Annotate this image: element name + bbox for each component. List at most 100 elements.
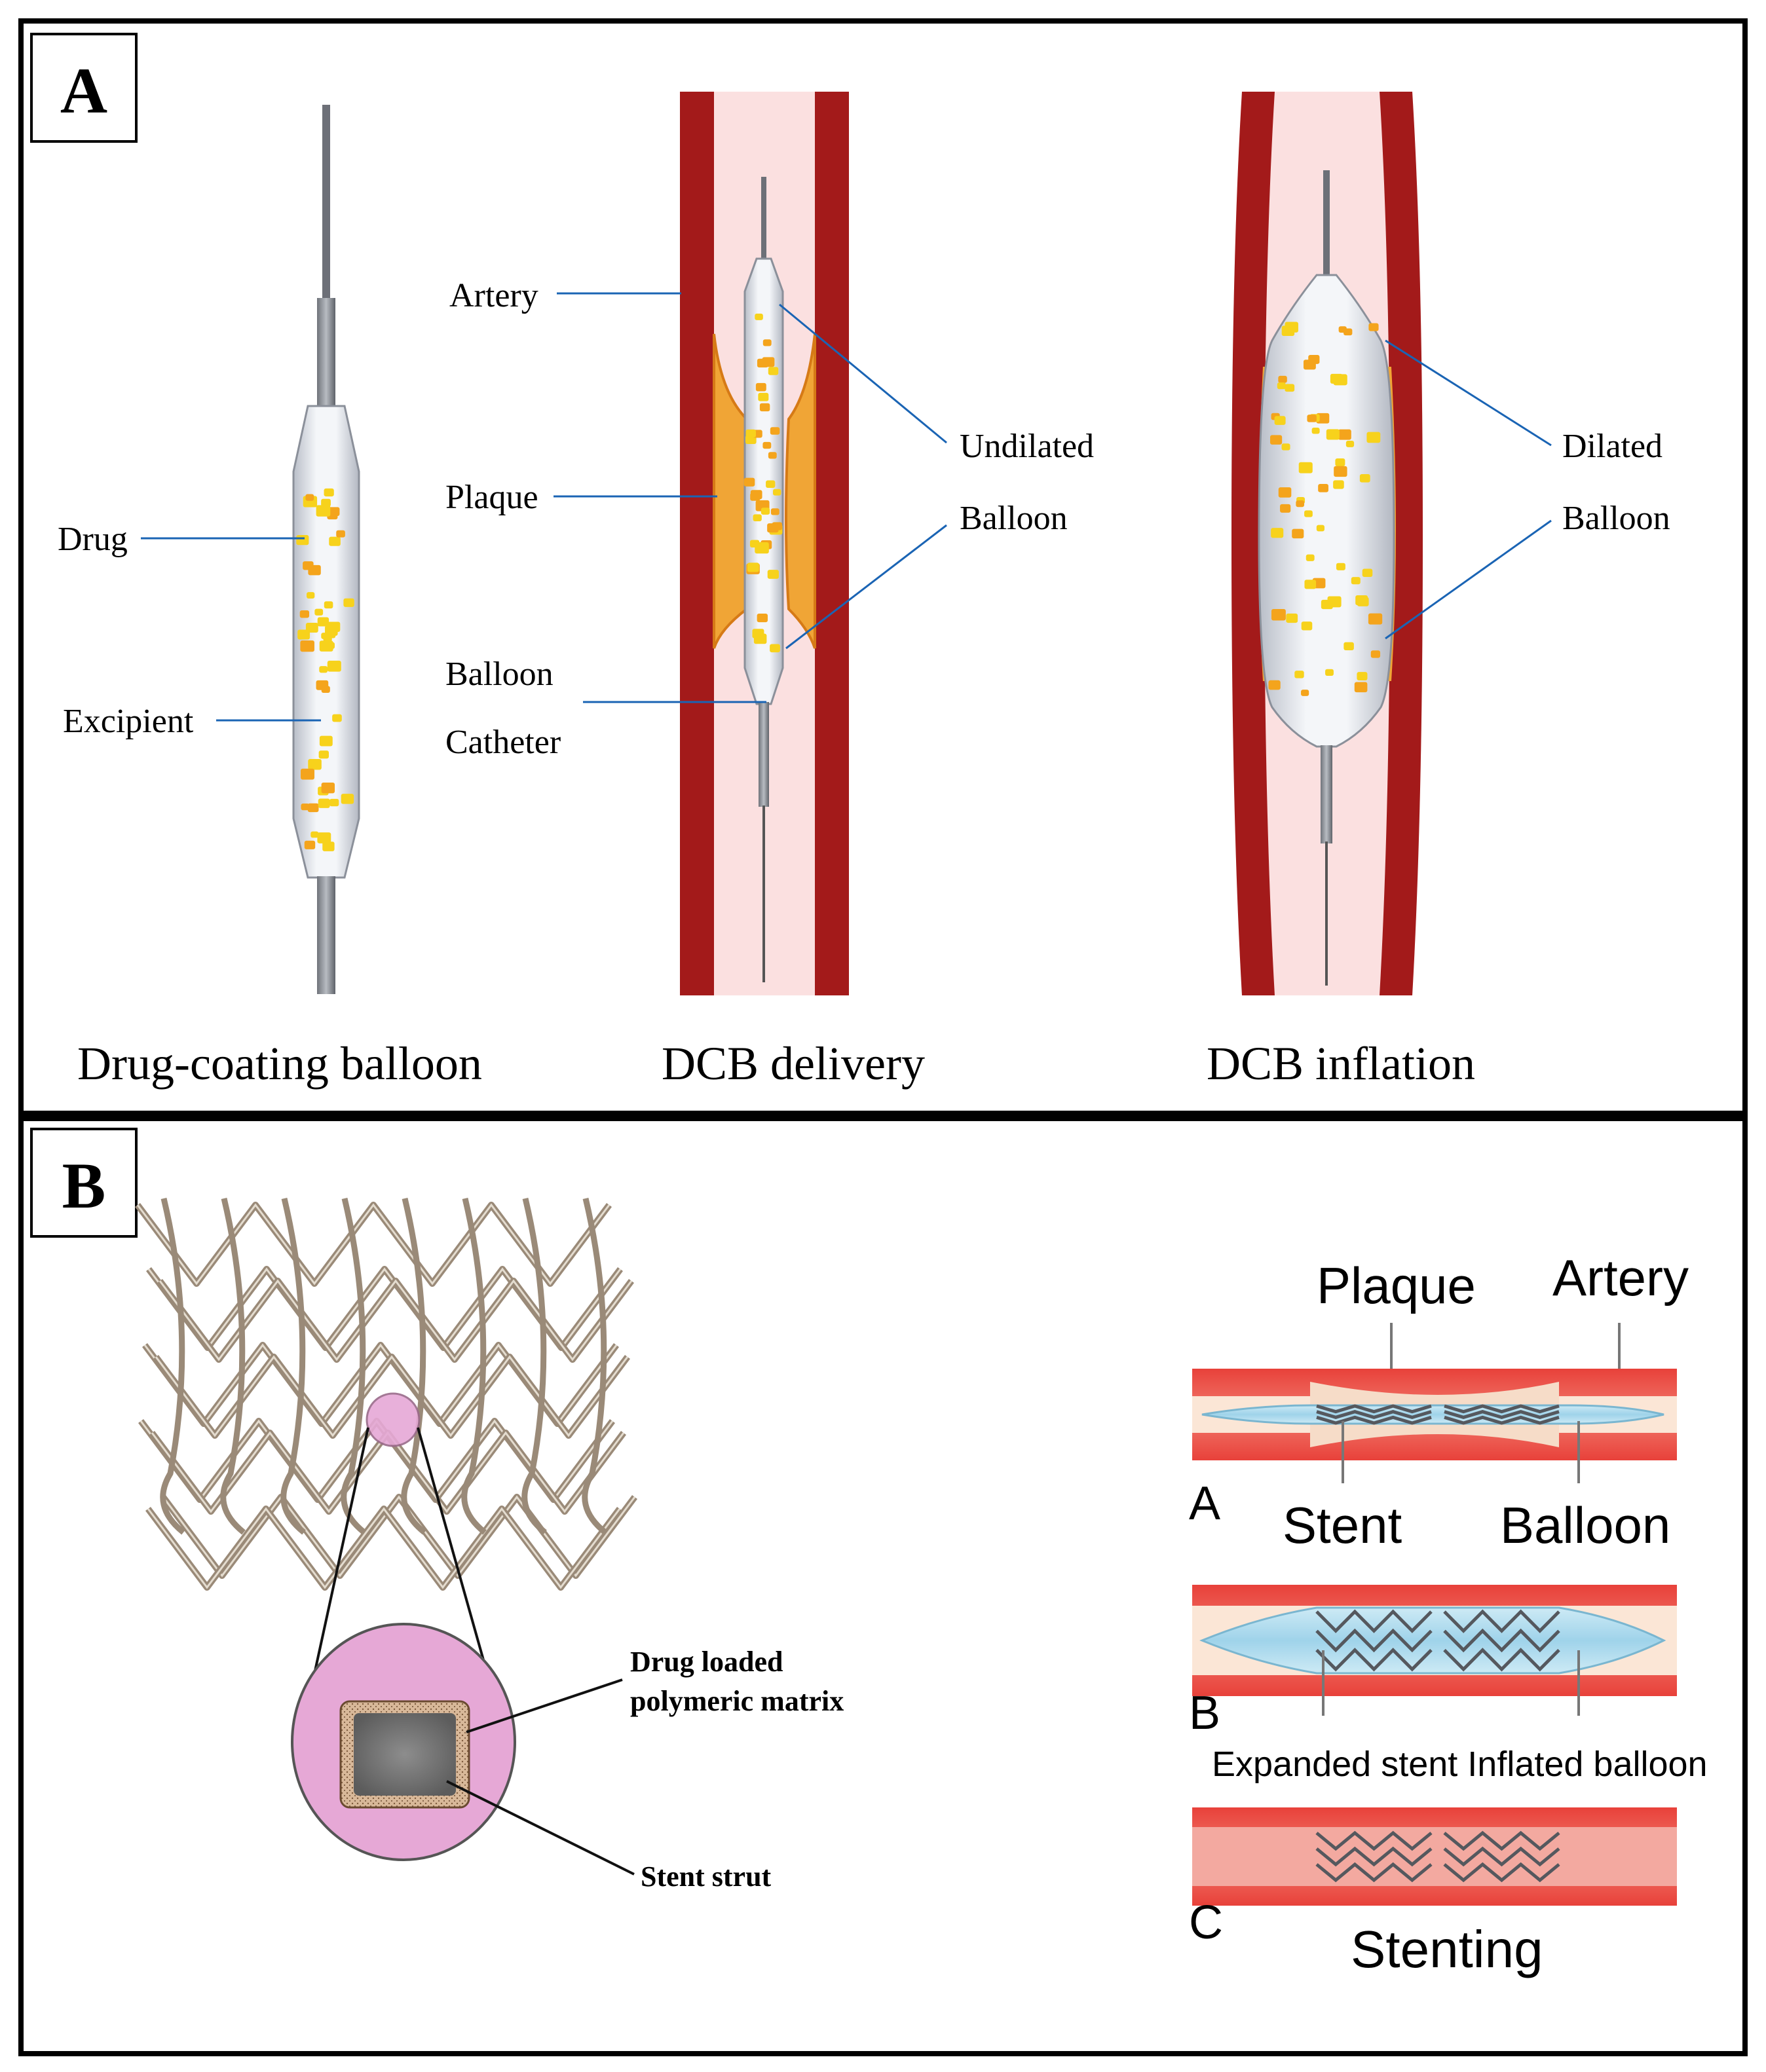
drug-particle <box>1285 384 1295 392</box>
drug-particle <box>1303 360 1316 370</box>
artery-dilated <box>1231 92 1423 995</box>
drug-particle <box>1270 435 1283 445</box>
stent-segment <box>1315 1648 1433 1672</box>
expanded-inflated-label: Expanded stent Inflated balloon <box>1212 1745 1708 1784</box>
drug-particle <box>1271 528 1284 538</box>
stent-segment <box>1443 1846 1560 1867</box>
artery-straight <box>680 92 849 995</box>
artery-label: Artery <box>449 277 538 314</box>
stent-strut-label: Stent strut <box>641 1860 772 1893</box>
stent-segment <box>1316 1410 1432 1419</box>
stent-wire <box>220 1197 246 1535</box>
artery-label-b: Artery <box>1552 1249 1689 1306</box>
balloon-leader-line-3 <box>1385 519 1552 640</box>
drug-particle <box>307 803 319 813</box>
drug-particle <box>316 505 331 517</box>
drug-particle <box>1368 613 1383 625</box>
drug-particle <box>343 598 354 607</box>
drug-particle <box>753 514 762 521</box>
stenting-label: Stenting <box>1351 1920 1543 1978</box>
dilated-label: Dilated <box>1562 428 1663 465</box>
drug-particle <box>1278 487 1292 498</box>
stent-segment <box>1315 1862 1433 1883</box>
drug-particle <box>1304 510 1313 517</box>
drug-particle <box>1362 568 1373 577</box>
drug-particle <box>1296 500 1305 508</box>
drug-particle <box>307 592 315 599</box>
stent-wire-highlight <box>155 1355 629 1437</box>
panel-a: A Drug Excipient Drug-coating balloon <box>18 18 1748 1116</box>
catheter-shaft-top <box>317 298 335 409</box>
drug-particle <box>768 367 779 375</box>
guide-wire <box>322 105 330 301</box>
drug-particle <box>308 564 321 576</box>
stent-wire-highlight <box>136 1203 611 1286</box>
drug-particle <box>1354 682 1368 693</box>
drug-particle <box>321 498 331 507</box>
drug-particle <box>318 750 329 759</box>
stent-segment <box>1315 1830 1433 1851</box>
stent-wire <box>461 1197 487 1535</box>
drug-particle <box>305 622 318 633</box>
drug-particle <box>1357 672 1368 680</box>
drug-particle <box>322 842 335 851</box>
panel-b: B Drug loaded polymeric matrix Stent str… <box>18 1116 1748 2056</box>
drug-particle <box>757 613 768 623</box>
step-c-label: C <box>1189 1896 1223 1949</box>
stenting-sequence: Plaque Artery A Stent Balloon <box>1189 1249 1708 1978</box>
balloon-a <box>1201 1404 1664 1425</box>
drug-particle <box>1286 613 1298 623</box>
excipient-label: Excipient <box>63 703 194 740</box>
magnified-spot <box>366 1392 421 1447</box>
drug-matrix-label-line2: polymeric matrix <box>630 1685 844 1717</box>
drug-particle <box>299 610 310 618</box>
drug-particle <box>755 313 763 320</box>
balloon-catheter-label-line2: Catheter <box>445 724 561 761</box>
stent-c <box>1315 1830 1560 1883</box>
stent-segment <box>1444 1404 1560 1414</box>
drug-particle <box>1318 483 1328 492</box>
guide-wire-3 <box>1323 170 1330 282</box>
stent-segment <box>1315 1628 1433 1653</box>
step-a-label: A <box>1189 1477 1220 1530</box>
drug-particle <box>773 489 781 496</box>
drug-particle <box>1298 462 1313 473</box>
drug-particles <box>296 488 354 851</box>
drug-particle <box>1334 466 1347 477</box>
drug-particle <box>324 601 333 609</box>
stent-segment <box>1444 1410 1560 1419</box>
dilated-leader-line <box>1385 339 1552 447</box>
balloon-label-3: Balloon <box>1562 500 1670 537</box>
balloon-catheter-label-line1: Balloon <box>445 656 554 693</box>
drug-particle <box>332 714 342 722</box>
catheter-tail-3 <box>1325 842 1328 986</box>
drug-particle <box>310 831 319 838</box>
drug-particle <box>767 523 779 533</box>
balloon-b <box>1199 1606 1666 1674</box>
vessel-c-lumen <box>1192 1827 1677 1886</box>
drug-particle <box>1268 680 1281 690</box>
drug-particle <box>301 803 310 811</box>
drug-particle <box>1326 429 1340 440</box>
drug-particle <box>1355 595 1368 606</box>
drug-particle <box>770 644 780 653</box>
drug-particles-2 <box>743 313 783 653</box>
artery-wall-right-3 <box>1380 92 1423 995</box>
stent-segment <box>1315 1609 1433 1633</box>
drug-matrix-label-line1: Drug loaded <box>630 1646 783 1678</box>
drug-particle <box>319 640 333 652</box>
drug-particle <box>1335 458 1345 467</box>
drug-particle <box>341 794 354 804</box>
drug-particle <box>1274 416 1286 425</box>
drug-particle <box>1277 382 1286 390</box>
stent-label-b: Stent <box>1283 1496 1402 1554</box>
stent-strut-leader-line <box>446 1780 635 1876</box>
drug-particle <box>1281 443 1290 451</box>
drug-particle <box>1366 432 1381 443</box>
stent-segment <box>1316 1404 1432 1414</box>
step-c-vessel <box>1192 1807 1677 1906</box>
stent-wire <box>521 1197 547 1535</box>
drug-particle <box>1280 504 1291 513</box>
drug-particle <box>768 452 777 459</box>
catheter-shaft-3 <box>1321 745 1332 843</box>
